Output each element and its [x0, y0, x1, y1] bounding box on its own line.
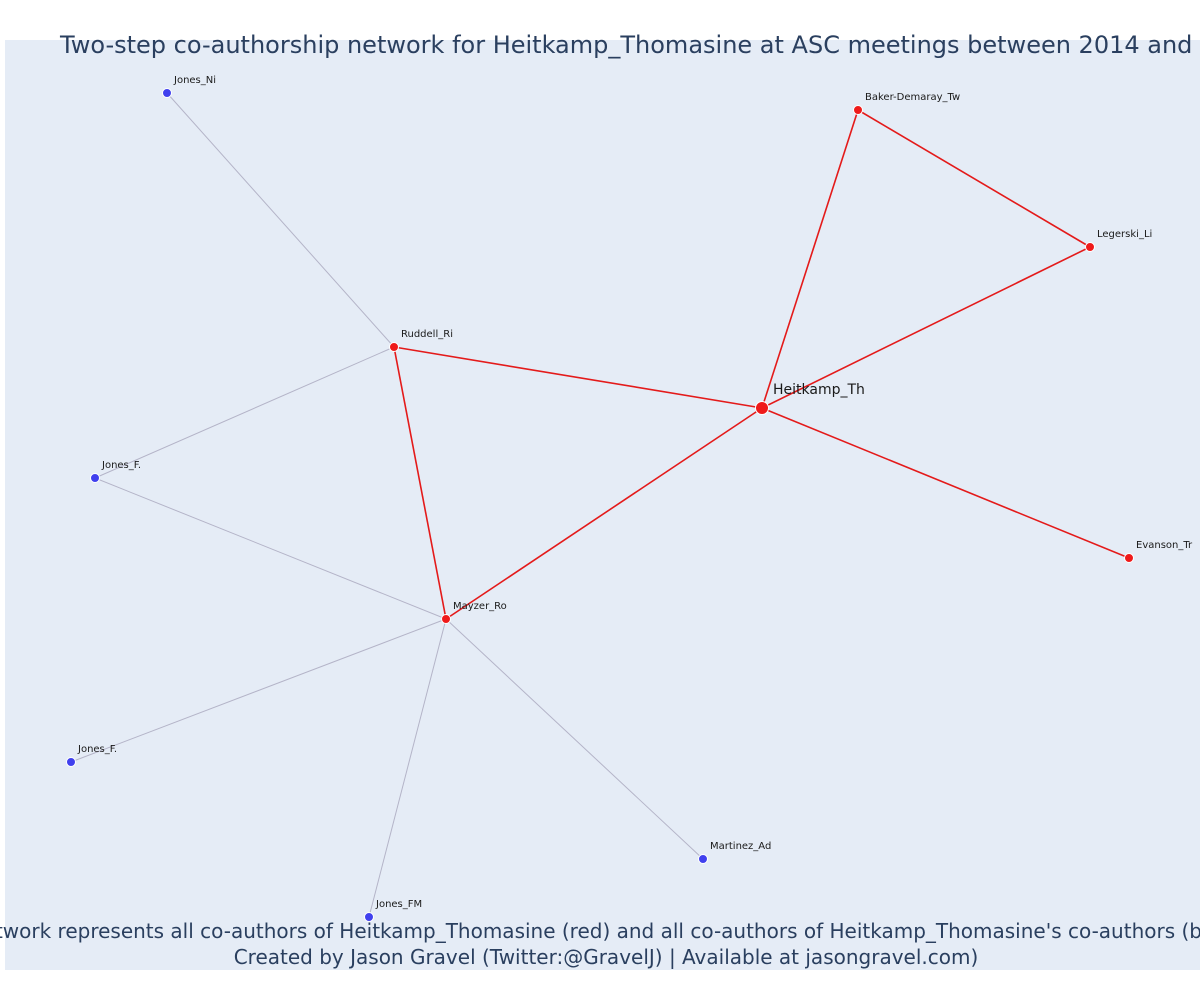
edge-mayzer-jones_fm: [368, 618, 447, 918]
node-jones_ni[interactable]: [162, 88, 172, 98]
node-martinez[interactable]: [698, 854, 708, 864]
node-evanson[interactable]: [1124, 553, 1134, 563]
edge-heitkamp-legerski: [761, 246, 1091, 409]
node-label-jones_ni: Jones_Ni: [173, 75, 216, 86]
edge-heitkamp-evanson: [761, 407, 1130, 559]
node-label-ruddell: Ruddell_Ri: [401, 329, 453, 340]
edge-heitkamp-baker: [761, 109, 859, 409]
edge-ruddell-mayzer: [393, 346, 447, 620]
node-jones_f1[interactable]: [90, 473, 100, 483]
plot-background: [5, 40, 1200, 970]
edge-ruddell-jones_ni: [166, 92, 395, 348]
edge-ruddell-jones_f1: [94, 346, 395, 479]
node-mayzer[interactable]: [441, 614, 451, 624]
footer-line-1: Network represents all co-authors of Hei…: [0, 919, 1200, 943]
labels-layer: Heitkamp_Th Baker-Demaray_TwLegerski_LiRu…: [77, 75, 1193, 910]
node-label-legerski: Legerski_Li: [1097, 229, 1152, 240]
node-label-jones_f2: Jones_F.: [77, 744, 117, 755]
node-label-jones_f1: Jones_F.: [101, 460, 141, 471]
node-label-heitkamp: Heitkamp_Th: [773, 382, 865, 398]
nodes-layer: [66, 88, 1134, 922]
edge-baker-legerski: [857, 109, 1091, 248]
node-label-baker: Baker-Demaray_Tw: [865, 92, 960, 103]
node-jones_fm[interactable]: [364, 912, 374, 922]
chart-title: Two-step co-authorship network for Heitk…: [59, 31, 1200, 59]
node-heitkamp[interactable]: [755, 401, 769, 415]
node-label-mayzer: Mayzer_Ro: [453, 601, 507, 612]
node-legerski[interactable]: [1085, 242, 1095, 252]
edge-heitkamp-ruddell: [393, 346, 763, 409]
node-ruddell[interactable]: [389, 342, 399, 352]
node-label-martinez: Martinez_Ad: [710, 841, 771, 852]
node-label-jones_fm: Jones_FM: [375, 899, 422, 910]
node-jones_f2[interactable]: [66, 757, 76, 767]
node-label-evanson: Evanson_Tr: [1136, 540, 1193, 551]
edge-mayzer-martinez: [445, 618, 704, 860]
edges-layer: [70, 92, 1130, 918]
edge-heitkamp-mayzer: [445, 407, 763, 620]
node-baker[interactable]: [853, 105, 863, 115]
edge-mayzer-jones_f1: [94, 477, 447, 620]
footer-line-2: Created by Jason Gravel (Twitter:@Gravel…: [234, 945, 979, 969]
edge-mayzer-jones_f2: [70, 618, 447, 763]
